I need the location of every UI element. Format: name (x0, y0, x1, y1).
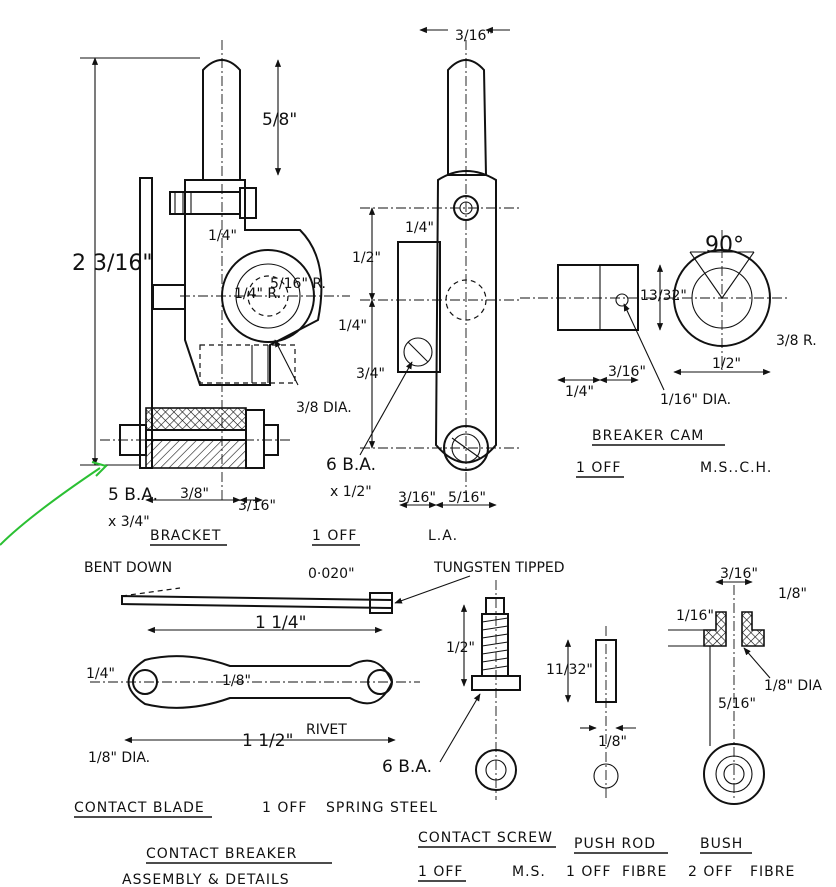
note-gap: 0·020" (308, 566, 355, 582)
label-cam-material: M.S..C.H. (700, 460, 772, 476)
dim-5-16-b: 5/16" (448, 490, 486, 506)
dim-1-4-r: 1/4" R. (234, 286, 281, 302)
label-pushrod-material: FIBRE (622, 864, 667, 880)
dim-3-8-dia: 3/8 DIA. (296, 400, 352, 416)
label-blade: CONTACT BLADE (74, 800, 205, 816)
title-line-1: CONTACT BREAKER (146, 846, 297, 862)
label-bush: BUSH (700, 836, 743, 852)
note-bent-down: BENT DOWN (84, 560, 172, 576)
note-5-ba-len: x 3/4" (108, 514, 150, 530)
dim-13-32: 13/32" (640, 288, 687, 304)
note-6-ba-len: x 1/2" (330, 484, 372, 500)
dim-1-8-bush: 1/8" (778, 586, 807, 602)
dim-1-4-b: 1/4" (405, 220, 434, 236)
label-pushrod: PUSH ROD (574, 836, 656, 852)
annotation-arrow (0, 467, 101, 546)
label-screw: CONTACT SCREW (418, 830, 553, 846)
note-rivet: RIVET (306, 722, 347, 738)
dim-1-4-c: 1/4" (338, 318, 367, 334)
dim-3-16-bush: 3/16" (720, 566, 758, 582)
dim-1-2-a: 1/2" (352, 250, 381, 266)
label-blade-material: SPRING STEEL (326, 800, 438, 816)
label-bracket-qty: 1 OFF (312, 528, 357, 544)
label-bush-material: FIBRE (750, 864, 795, 880)
dim-1-8-rod: 1/8" (598, 734, 627, 750)
dim-3-16-top: 3/16" (455, 28, 493, 44)
label-cam-qty: 1 OFF (576, 460, 621, 476)
title-line-2: ASSEMBLY & DETAILS (122, 872, 290, 887)
dim-3-16-cam: 3/16" (608, 364, 646, 380)
rod-dimensions: 11/32" 1/8" (546, 639, 636, 750)
screw-dimensions: 1/2" 6 B.A. (382, 604, 481, 777)
dim-3-8-r: 3/8 R. (776, 333, 817, 349)
label-screw-material: M.S. (512, 864, 546, 880)
dim-1-8-dia-bush: 1/8" DIA (764, 678, 822, 694)
contact-blade (90, 587, 420, 709)
dim-5-16-r: 5/16" R. (270, 276, 326, 292)
dim-1-4-a: 1/4" (208, 228, 237, 244)
push-rod (593, 626, 619, 800)
breaker-cam (520, 230, 790, 370)
cam-angle: 90° (705, 233, 744, 258)
label-screw-qty: 1 OFF (418, 864, 463, 880)
dim-1-8-dia: 1/8" DIA. (88, 750, 150, 766)
dim-3-8: 3/8" (180, 486, 209, 502)
side-dimensions: 3/16" 1/4" 1/2" 1/4" 3/4" 6 B.A. x 1/2" … (326, 26, 510, 509)
label-bush-qty: 2 OFF (688, 864, 733, 880)
dim-1-1-2: 1 1/2" (242, 731, 293, 751)
dim-3-16-c: 3/16" (398, 490, 436, 506)
note-5-ba: 5 B.A. (108, 485, 158, 505)
part-labels: BRACKET 1 OFF L.A. BREAKER CAM 1 OFF M.S… (74, 428, 795, 887)
label-blade-qty: 1 OFF (262, 800, 307, 816)
dim-1-8-w: 1/8" (222, 673, 251, 689)
cam-dimensions: 90° 13/32" 3/8 R. 1/4" 3/16" 1/2" 1/16" … (557, 233, 817, 408)
contact-screw (471, 580, 521, 800)
dim-1-16-dia: 1/16" DIA. (660, 392, 731, 408)
label-bracket: BRACKET (150, 528, 221, 544)
label-cam: BREAKER CAM (592, 428, 704, 444)
bracket-front-view (100, 40, 350, 500)
dim-3-4: 3/4" (356, 366, 385, 382)
note-6-ba-screw: 6 B.A. (382, 757, 432, 777)
bush-dimensions: 3/16" 1/8" 1/16" 1/8" DIA 5/16" (668, 566, 822, 746)
dim-11-32: 11/32" (546, 662, 593, 678)
dim-5-8: 5/8" (262, 110, 297, 130)
dim-1-4-cam: 1/4" (565, 384, 594, 400)
dim-1-16-bush: 1/16" (676, 608, 714, 624)
note-tungsten: TUNGSTEN TIPPED (433, 560, 565, 576)
dim-3-16-b: 3/16" (238, 498, 276, 514)
blade-dimensions: 1 1/4" 1 1/2" 1/4" 1/8" 1/8" DIA. RIVET … (84, 560, 565, 766)
note-6-ba: 6 B.A. (326, 455, 376, 475)
bracket-dimensions: 2 3/16" 5/8" 1/4" 1/4" R. 5/16" R. 3/8 D… (0, 57, 352, 546)
dim-1-4-w: 1/4" (86, 666, 115, 682)
bush (703, 585, 765, 805)
dim-1-1-4: 1 1/4" (255, 613, 306, 633)
bracket-side-view (360, 40, 520, 500)
dim-1-2-screw: 1/2" (446, 640, 475, 656)
dim-2-3-16: 2 3/16" (72, 251, 153, 276)
dim-1-2-cam: 1/2" (712, 356, 741, 372)
label-pushrod-qty: 1 OFF (566, 864, 611, 880)
dim-5-16-bush: 5/16" (718, 696, 756, 712)
label-bracket-material: L.A. (428, 528, 458, 544)
